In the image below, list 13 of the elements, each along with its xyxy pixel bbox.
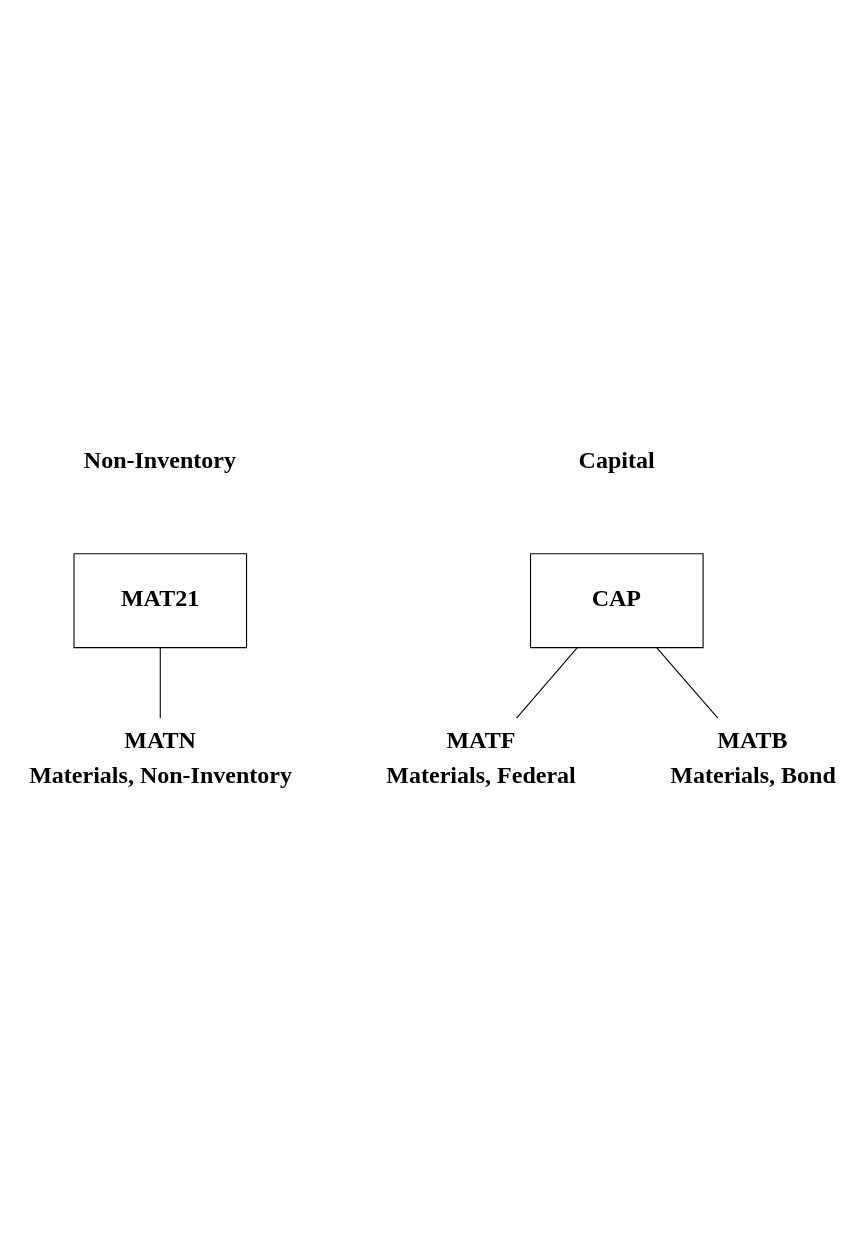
connector <box>159 647 161 719</box>
node-box: CAP <box>529 553 704 649</box>
node-box: MAT21 <box>72 553 247 649</box>
label: Non-Inventory <box>83 447 236 474</box>
node-label: Materials, Non-Inventory <box>28 761 292 788</box>
node-label: Materials, Bond <box>669 761 836 788</box>
node-text: MATB <box>716 726 788 753</box>
node-text: MATF <box>445 726 515 753</box>
node-label: Materials, Federal <box>385 761 576 788</box>
label: Capital <box>578 447 655 474</box>
node-text: MATN <box>123 726 196 753</box>
connector <box>655 647 718 719</box>
connector <box>515 647 578 719</box>
